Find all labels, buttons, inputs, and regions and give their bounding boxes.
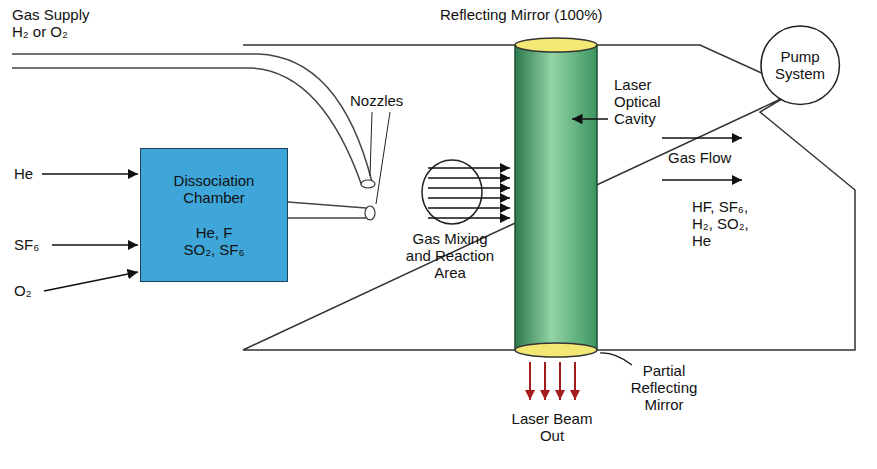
reaction-label: Gas Mixing and Reaction Area [400,230,500,281]
flow-label: Gas Flow [668,149,731,166]
beam-arrows [530,362,575,400]
cavity-label: Laser Optical Cavity [614,76,684,127]
input-label: O₂ [14,282,32,299]
partial-mirror [515,343,597,357]
exhaust-label: HF, SF₆, H₂, SO₂, He [692,198,764,249]
beam-label: Laser Beam Out [505,410,599,444]
mirror-label: Reflecting Mirror (100%) [440,6,603,23]
housing-outline [243,45,855,350]
input-label: SF₆ [14,236,39,253]
gas-supply-label: Gas Supply H₂ or O₂ [12,6,100,40]
input-arrow [52,244,138,246]
chamber-tube [288,202,366,208]
node-title: Pump System [768,48,832,82]
circle-outline [761,26,839,104]
node-body: He, F SO₂, SF₆ [178,224,250,258]
full-mirror [515,38,597,52]
flow-arrows [428,168,510,218]
nozzle-label: Nozzles [350,92,403,109]
input-label: He [14,165,33,182]
dissociation-chamber: Dissociation ChamberHe, F SO₂, SF₆ [140,148,288,282]
leader-line [370,112,372,176]
leader-arrow [572,118,608,120]
laser-cavity [515,45,597,350]
leader-line [376,112,390,204]
mirror-label: Partial Reflecting Mirror [622,362,706,413]
reaction-ellipse [422,160,482,224]
leader-line [600,353,632,365]
flow-arrow [662,137,742,139]
input-arrow [44,272,138,291]
pump-system: Pump System [760,25,840,105]
input-arrow [42,173,138,175]
flow-arrow [662,179,742,181]
chamber-tube [288,217,366,219]
nozzle [365,206,375,220]
node-title: Dissociation Chamber [154,172,274,206]
nozzle [361,180,375,188]
